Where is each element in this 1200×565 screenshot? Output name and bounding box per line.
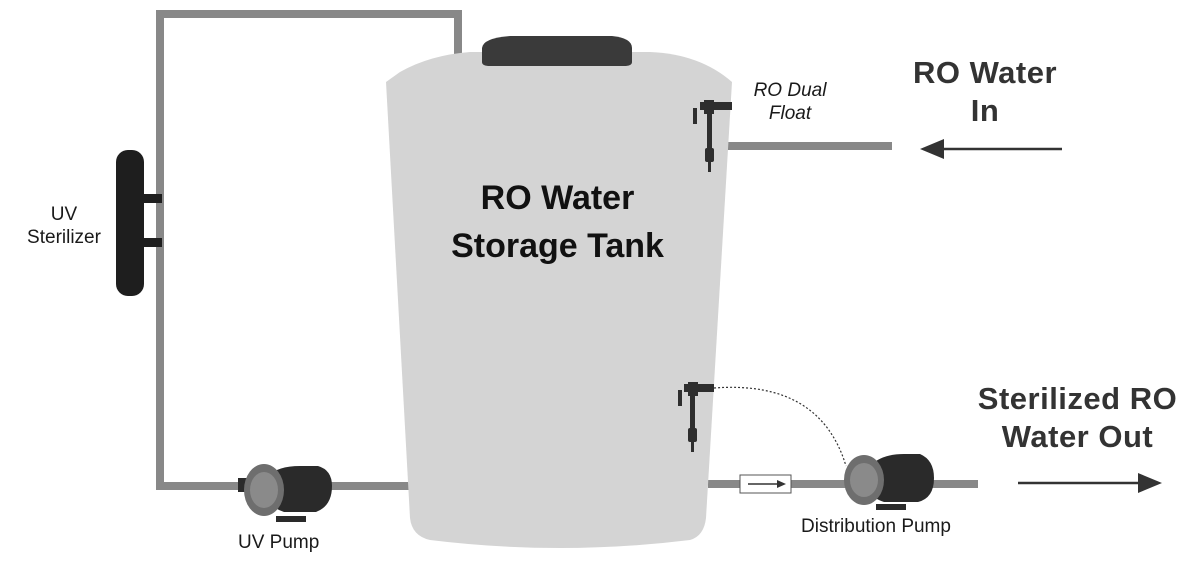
uv-pump-label: UV Pump [238, 532, 320, 553]
distribution-pump-label: Distribution Pump [801, 516, 951, 537]
pump-float-switch [678, 382, 714, 452]
uv-sterilizer-label: UV Sterilizer [14, 203, 114, 249]
water-in-label-line2: In [970, 93, 1000, 128]
tank-lid [482, 36, 632, 66]
uv-sterilizer-label-line1: UV [50, 204, 78, 225]
ro-dual-float-valve [693, 100, 732, 172]
ro-dual-float-label-line1: RO Dual [753, 80, 827, 101]
water-in-label-line1: RO Water [912, 55, 1058, 90]
tank-title-line2: Storage Tank [451, 227, 664, 265]
ro-dual-float-label-line2: Float [768, 103, 812, 124]
water-out-label-line1: Sterilized RO [977, 381, 1178, 416]
storage-tank [386, 52, 732, 548]
uv-sterilizer-label-line2: Sterilizer [27, 227, 101, 248]
float-control-wire [713, 386, 847, 467]
water-out-label: Sterilized RO Water Out [955, 380, 1200, 456]
tank-title-line1: RO Water [480, 179, 635, 217]
ro-dual-float-label: RO Dual Float [740, 79, 840, 125]
tank-title: RO Water Storage Tank [420, 174, 695, 270]
uv-pump [238, 464, 332, 522]
distribution-pump [844, 454, 934, 510]
uv-sterilizer [116, 150, 162, 296]
water-in-arrow [920, 139, 1062, 159]
water-out-label-line2: Water Out [1001, 419, 1154, 454]
water-out-arrow [1018, 473, 1162, 493]
flow-direction-indicator [739, 474, 792, 494]
water-in-label: RO Water In [880, 54, 1090, 130]
